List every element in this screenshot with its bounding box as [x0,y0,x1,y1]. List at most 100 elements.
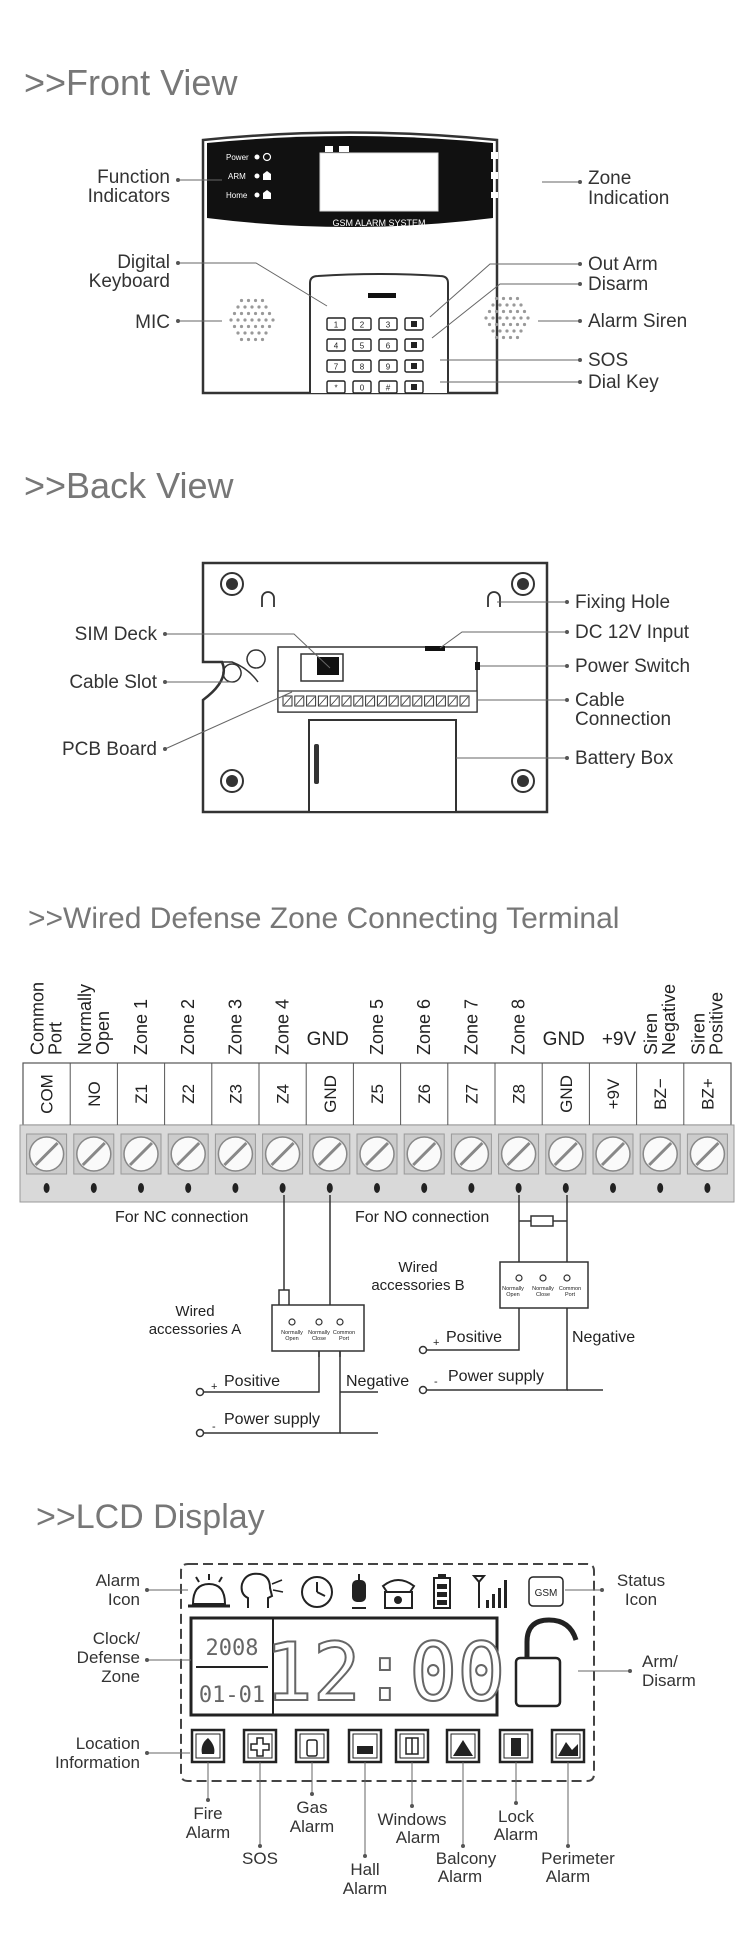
clock-label-3: Zone [101,1667,140,1686]
no-connection-label: For NO connection [355,1209,489,1226]
wired-zone-title: >>Wired Defense Zone Connecting Terminal [28,902,619,935]
key-3[interactable] [378,317,398,331]
key-0[interactable] [352,380,372,394]
negative-b-label: Negative [572,1329,635,1346]
gsm-status-icon [528,1576,564,1607]
windows-alarm-label-1: Windows [378,1810,447,1829]
key-4[interactable] [326,338,346,352]
alarm-icon-label-1: Alarm [96,1571,140,1590]
key-*[interactable] [326,380,346,394]
terminal-bz-label: BZ+ [698,1078,717,1110]
terminal-no-label: NO [85,1081,104,1107]
lock-alarm-label-1: Lock [498,1807,534,1826]
battery-box-label: Battery Box [575,748,674,769]
header-gnd: GND [543,1029,585,1050]
svg-text:Normally: Normally [281,1330,303,1336]
fixing-hole-left [261,591,275,607]
header-label: Zone 5 [367,999,387,1055]
key-2[interactable] [352,317,372,331]
time-readout: 12:00 [265,1626,506,1719]
location-label-1: Location [76,1734,140,1753]
key-#[interactable] [378,380,398,394]
status-icon-label-2: Icon [625,1590,657,1609]
dc-input-label: DC 12V Input [575,622,690,643]
alarm-bell-icon [188,1574,230,1608]
cable-slot [222,663,242,683]
cable-connection-label-1: Cable [575,690,625,711]
power-switch-label: Power Switch [575,656,690,677]
svg-text:Normally: Normally [502,1286,524,1292]
dial-key-label: Dial Key [588,372,659,393]
svg-text:Normally: Normally [532,1286,554,1292]
indicator-signal-label: Signal [512,152,534,161]
header-label: Zone 1 [131,999,151,1055]
header-label: Common [28,982,48,1055]
function-key-icon [411,363,417,369]
key-label: 5 [360,342,365,351]
gsm-status-text: GSM [535,1588,558,1599]
fire-alarm-label-1: Fire [193,1804,222,1823]
accessory-a-box [271,1304,365,1352]
fixing-hole-right [487,591,501,607]
terminal-com-label: COM [38,1074,57,1114]
back-panel [201,561,549,814]
header-label: Zone 4 [273,999,293,1055]
date-readout: 01-01 [199,1683,265,1708]
positive-a-label: Positive [224,1373,280,1390]
pcb-board-label: PCB Board [62,739,157,760]
back-labels: SIM Deck Cable Slot PCB Board Fixing Hol… [62,592,690,769]
accessory-b-label-1: Wired [398,1259,437,1276]
system-name: GSM ALARM SYSTEM [332,218,425,228]
set-icon [491,172,498,179]
arm-house-icon [263,171,271,180]
header-label: Zone 3 [225,999,245,1055]
terminal-gnd-label: GND [321,1075,340,1113]
key-6[interactable] [378,338,398,352]
header-label: Positive [706,992,726,1055]
windows-alarm-label-2: Alarm [396,1828,440,1847]
zone-indication-label-2: Indication [588,188,669,209]
key-label: # [386,384,391,393]
header-9v: +9V [602,1029,637,1050]
status-icon-label-1: Status [617,1571,665,1590]
fixing-hole-label: Fixing Hole [575,592,670,613]
dc-input-jack [425,646,445,651]
clock-label-2: Defense [77,1648,140,1667]
key-9[interactable] [378,359,398,373]
key-5[interactable] [352,338,372,352]
balcony-alarm-label-2: Alarm [438,1867,482,1886]
accessory-a-label-1: Wired [175,1303,214,1320]
function-indicators-label-2: Indicators [88,186,170,207]
alarm-person-icon [491,192,498,198]
accessory-b-box [499,1261,589,1309]
digital-keyboard-label-2: Keyboard [89,271,170,292]
key-1[interactable] [326,317,346,331]
indicator-power-label: Power [226,153,249,162]
header-label: Zone 2 [178,999,198,1055]
siren-grille [484,296,530,340]
key-8[interactable] [352,359,372,373]
tamper-head-icon [240,1572,284,1608]
battery-icon [433,1574,451,1609]
terminal-z1-label: Z1 [132,1084,151,1104]
header-label: Port [46,1022,66,1055]
arm-disarm-label-1: Arm/ [642,1652,678,1671]
function-key-icon [411,384,417,390]
arm-disarm-label-2: Disarm [642,1671,696,1690]
accessory-a-label-2: accessories A [149,1321,242,1338]
gas-alarm-label-2: Alarm [290,1817,334,1836]
key-7[interactable] [326,359,346,373]
indicator-alarm-label: Alarm [512,191,533,200]
function-key-icon [411,321,417,327]
location-label-2: Information [55,1753,140,1772]
sos-cross-icon [242,1728,278,1764]
lock-alarm-label-2: Alarm [494,1825,538,1844]
nc-connection-label: For NC connection [115,1209,248,1226]
year-readout: 2008 [206,1636,259,1661]
header-label: Zone 6 [414,999,434,1055]
cable-slot-label: Cable Slot [69,672,157,693]
header-label: Siren [641,1013,661,1055]
telephone-icon [381,1579,416,1609]
front-panel: GSM ALARM SYSTEM Power ARM Home Signal S… [201,131,534,395]
alarm-siren-label: Alarm Siren [588,311,687,332]
